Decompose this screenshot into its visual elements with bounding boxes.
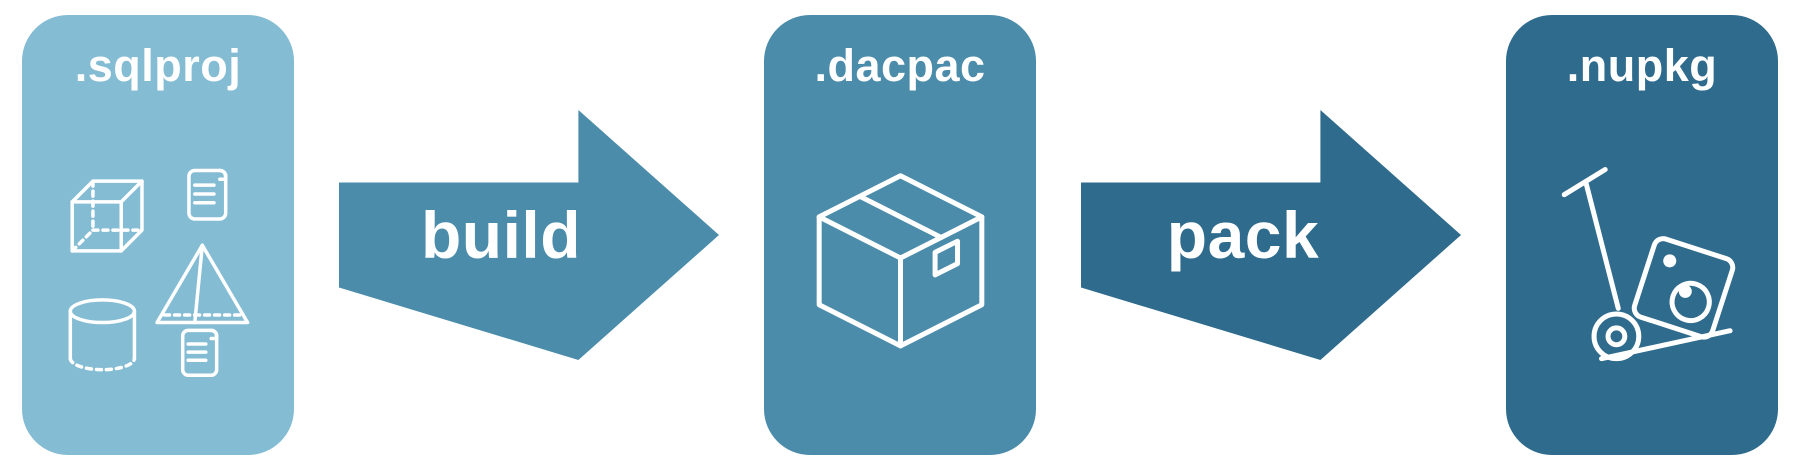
build-arrow: build (339, 110, 719, 360)
pack-arrow-label: pack (1166, 198, 1320, 272)
card-dacpac-title: .dacpac (814, 40, 986, 91)
card-dacpac: .dacpac (764, 15, 1036, 455)
build-arrow-label: build (420, 198, 582, 272)
package-box-icon (764, 91, 1036, 442)
card-nupkg-title: .nupkg (1566, 40, 1718, 91)
card-nupkg: .nupkg (1506, 15, 1778, 455)
sql-objects-icon (22, 91, 294, 442)
hand-truck-package-icon (1506, 91, 1778, 442)
card-sqlproj-title: .sqlproj (74, 40, 242, 91)
card-sqlproj: .sqlproj (22, 15, 294, 455)
pack-arrow: pack (1081, 110, 1461, 360)
